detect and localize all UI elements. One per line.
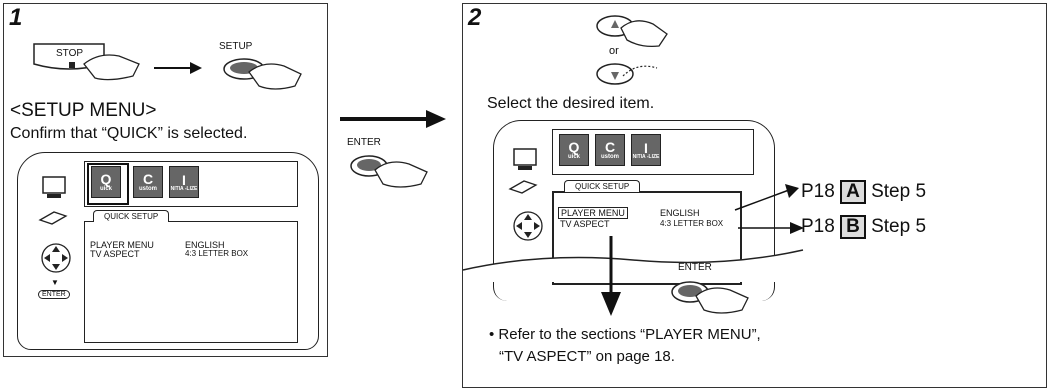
- row-player-menu-name[interactable]: PLAYER MENU: [90, 240, 154, 250]
- quick-setup-panel: QUICK SETUP PLAYER MENU ENGLISH TV ASPEC…: [84, 210, 298, 343]
- row-player-menu-value: ENGLISH: [660, 208, 700, 218]
- row-tv-aspect-value: 4:3 LETTER BOX: [185, 249, 249, 258]
- row-player-menu-name[interactable]: PLAYER MENU: [558, 207, 628, 219]
- ref-arrow-a-icon: [734, 184, 799, 211]
- ref-a-letter: A: [840, 180, 866, 204]
- quick-setup-tab: QUICK SETUP: [564, 180, 641, 192]
- stop-button-icon: [33, 43, 140, 81]
- ref-b-page: P18: [801, 216, 835, 237]
- ref-b: P18 B Step 5: [801, 215, 926, 239]
- ref-a-step: Step 5: [871, 181, 927, 202]
- note-line1: • Refer to the sections “PLAYER MENU”,: [489, 326, 761, 343]
- middle-enter-label: ENTER: [347, 137, 381, 148]
- step2-number: 2: [468, 4, 482, 31]
- enter-button-icon: [350, 155, 428, 188]
- enter-button-icon: [671, 281, 749, 314]
- step1-number: 1: [9, 4, 23, 31]
- row-player-menu-value: ENGLISH: [185, 240, 225, 250]
- player-icon: [508, 180, 538, 194]
- big-right-arrow-icon: [340, 110, 446, 128]
- up-button-icon: [596, 15, 668, 48]
- row-tv-aspect-value: 4:3 LETTER BOX: [660, 219, 724, 228]
- enter-label: ENTER: [678, 262, 712, 273]
- step1-instruction: Confirm that “QUICK” is selected.: [10, 125, 248, 142]
- or-label: or: [609, 45, 619, 57]
- down-arrow-icon: [601, 236, 621, 316]
- ref-a-page: P18: [801, 181, 835, 202]
- row-tv-aspect-name[interactable]: TV ASPECT: [560, 219, 610, 229]
- step2-instruction: Select the desired item.: [487, 95, 655, 112]
- wave-divider: [462, 249, 804, 282]
- setup-menu-heading: <SETUP MENU>: [10, 100, 157, 121]
- down-button-icon: [596, 63, 658, 85]
- player-icon: [38, 211, 68, 225]
- quick-setup-tab: QUICK SETUP: [93, 210, 170, 222]
- ref-arrow-b-icon: [738, 222, 804, 234]
- right-arrow-icon: [154, 62, 202, 74]
- setup-label: SETUP: [219, 41, 253, 52]
- row-tv-aspect-name[interactable]: TV ASPECT: [90, 249, 140, 259]
- note-line2: “TV ASPECT” on page 18.: [499, 348, 675, 365]
- tv-icon: [513, 148, 537, 170]
- direction-pad-icon: [513, 211, 543, 241]
- ref-b-step: Step 5: [871, 216, 927, 237]
- tv-icon: [42, 176, 66, 198]
- down-arrow-icon: ▼: [51, 278, 59, 287]
- ref-b-letter: B: [840, 215, 866, 239]
- direction-pad-icon: [41, 243, 71, 273]
- enter-button-label: ENTER: [38, 290, 70, 299]
- step1-panel: 1 STOP SETUP <SETUP MENU> Confirm that “…: [3, 3, 328, 357]
- stop-label: STOP: [56, 48, 84, 59]
- setup-button-icon: [223, 58, 302, 90]
- ref-a: P18 A Step 5: [801, 180, 926, 204]
